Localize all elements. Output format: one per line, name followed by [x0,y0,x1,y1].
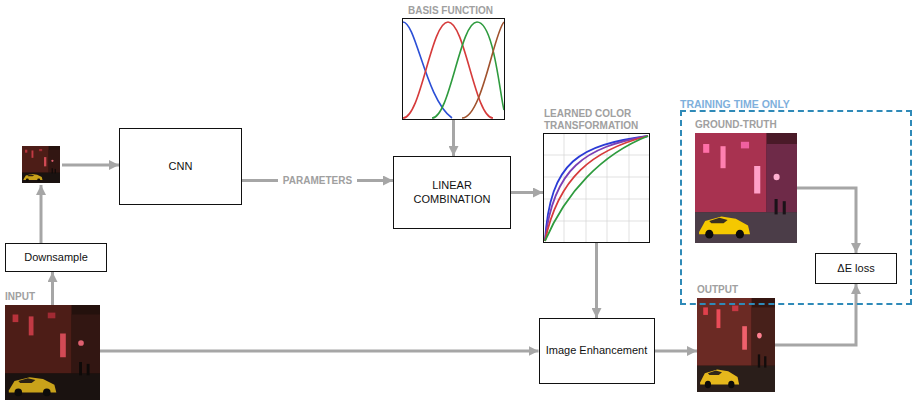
panel-heading: OUTPUT [697,284,738,296]
plot-grid [544,134,649,242]
grid-line [544,155,649,156]
transform-curves [545,136,648,241]
ground-truth-photo [695,133,797,243]
panel-heading: LEARNED COLOR TRANSFORMATION [544,108,656,131]
flow-arrow [62,164,119,167]
box-label: ΔE loss [837,262,874,276]
output-photo [697,298,775,392]
panel-heading: INPUT [5,291,35,303]
flow-arrow [797,188,856,253]
flow-arrow [655,350,698,353]
flow-arrow [452,120,455,156]
flow-arrow [775,284,856,345]
flow-arrow [242,179,393,182]
grid-line [544,221,649,222]
image-panel: OUTPUT [697,298,775,392]
box-label: Image Enhancement [546,344,648,358]
training-region: TRAINING TIME ONLYGROUND-TRUTHΔE loss [680,110,912,305]
process-box: CNN [119,128,242,205]
process-box: Image Enhancement [539,318,655,384]
panel-heading: BASIS FUNCTION [408,5,493,17]
basis-curve [403,22,493,118]
box-label: CNN [169,160,193,174]
image-panel: INPUT [5,305,100,400]
flow-arrow [51,272,54,305]
flow-arrow [511,191,543,194]
image-panel: GROUND-TRUTH [695,133,797,243]
input-photo [5,305,100,400]
flow-arrow [100,350,539,353]
grid-line [586,134,587,242]
box-label: LINEAR COMBINATION [394,179,510,207]
flow-arrow [40,185,43,243]
basis-curve [432,22,504,118]
process-box: LINEAR COMBINATION [393,156,511,229]
process-box: Downsample [5,243,107,272]
panel-heading: GROUND-TRUTH [695,119,777,131]
basis-curve [462,22,504,118]
plot-panel: BASIS FUNCTION [402,18,505,120]
downsampled-photo [22,146,60,183]
tone-curve [545,136,648,241]
grid-line [564,134,565,242]
panel-heading: TRAINING TIME ONLY [680,98,790,110]
tone-curve [545,136,648,241]
tone-curve [545,136,648,241]
plot-panel: LEARNED COLOR TRANSFORMATION [543,133,650,243]
tone-curve [545,136,648,241]
grid-line [629,134,630,242]
flow-arrow [595,243,598,318]
basis-curves [403,22,504,118]
process-box: ΔE loss [815,253,897,284]
box-label: Downsample [24,251,88,265]
